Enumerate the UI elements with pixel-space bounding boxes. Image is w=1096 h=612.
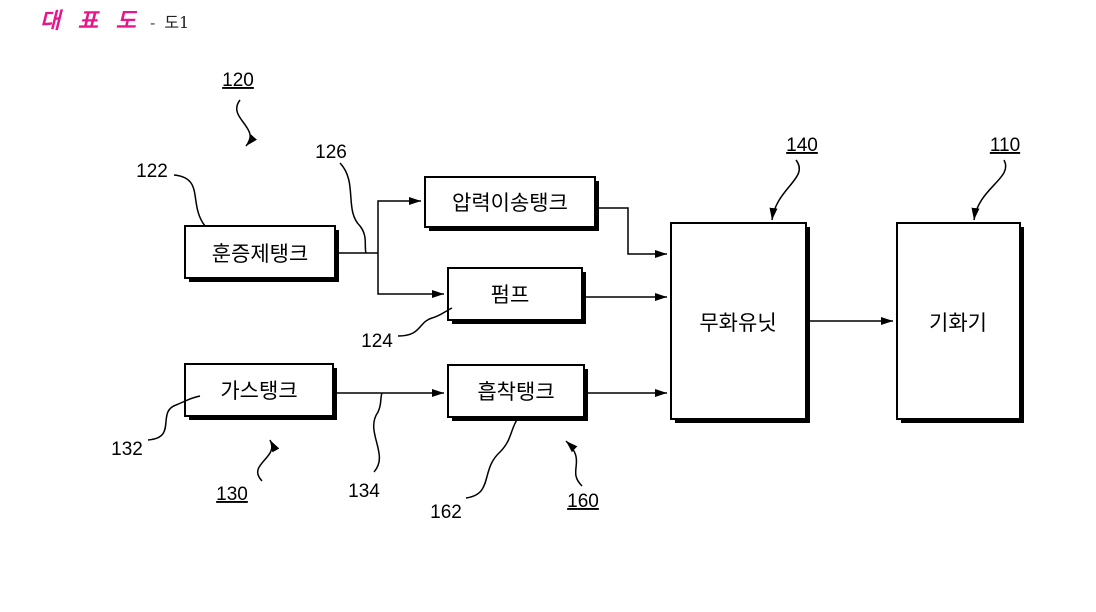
pump-label: 펌프 — [491, 283, 530, 307]
fogging-unit-box: 무화유닛 — [671, 223, 810, 423]
pressure-tank-box: 압력이송탱크 — [425, 177, 599, 231]
ref-162: 162 — [430, 502, 462, 523]
gas-tank-label: 가스탱크 — [220, 379, 297, 403]
ref-124: 124 — [361, 331, 393, 352]
ref-126: 126 — [315, 142, 347, 163]
leader-124 — [398, 308, 452, 336]
pressure-tank-to-fogging-arrow — [599, 208, 667, 254]
ref-132: 132 — [111, 439, 143, 460]
ref-110: 110 — [990, 135, 1020, 156]
fumigant-tank-box: 훈증제탱크 — [185, 226, 339, 282]
ref-140: 140 — [786, 135, 818, 156]
ref-122: 122 — [136, 161, 168, 182]
gas-tank-box: 가스탱크 — [185, 364, 337, 420]
ref-160: 160 — [567, 491, 599, 512]
leader-140 — [772, 160, 799, 220]
ref-130: 130 — [216, 484, 248, 505]
leader-120 — [237, 100, 250, 146]
leader-110 — [974, 160, 1006, 220]
to-pump-arrow — [378, 253, 444, 294]
fogging-unit-label: 무화유닛 — [699, 311, 776, 335]
ref-134: 134 — [348, 481, 380, 502]
leader-126 — [340, 163, 366, 253]
leader-134 — [374, 393, 382, 472]
to-pressure-tank-arrow — [378, 201, 421, 253]
ref-120: 120 — [222, 70, 254, 91]
adsorption-tank-label: 흡착탱크 — [477, 380, 554, 404]
pump-box: 펌프 — [448, 268, 586, 324]
leader-122 — [174, 175, 205, 226]
leader-160 — [566, 441, 582, 486]
leader-130 — [258, 440, 272, 481]
adsorption-tank-box: 흡착탱크 — [448, 365, 588, 421]
pressure-tank-label: 압력이송탱크 — [452, 191, 568, 215]
vaporizer-label: 기화기 — [929, 311, 987, 335]
leader-162 — [466, 418, 518, 498]
fumigant-tank-label: 훈증제탱크 — [212, 242, 309, 266]
vaporizer-box: 기화기 — [897, 223, 1024, 423]
